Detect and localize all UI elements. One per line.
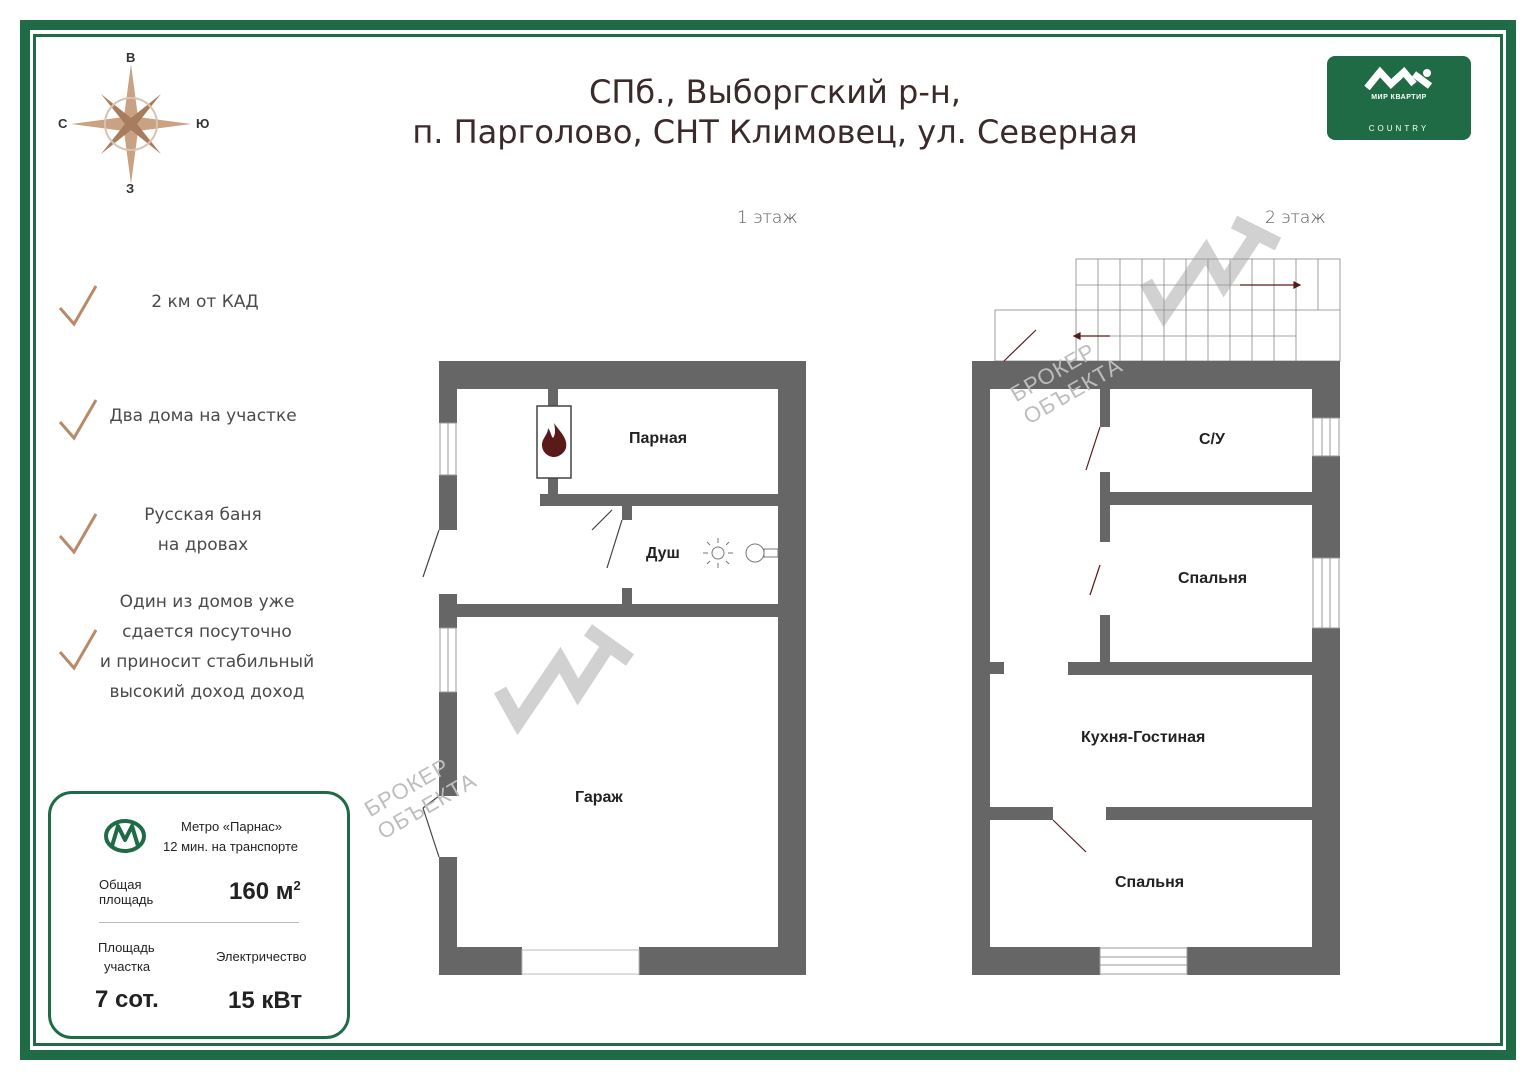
feature-line: Два дома на участке [109, 406, 297, 426]
feature-line: 2 км от КАД [151, 292, 259, 312]
info-card: Метро «Парнас» 12 мин. на транспорте Общ… [48, 791, 350, 1039]
room-label-wc: С/У [1199, 431, 1225, 448]
compass-north-label: В [126, 50, 136, 65]
metro-time: 12 мин. на транспорте [163, 839, 299, 854]
room-label-bedroom-1: Спальня [1178, 570, 1248, 587]
checkmark-icon [58, 399, 98, 441]
feature-item-two-houses: Два дома на участке [100, 401, 306, 431]
total-area-number: 160 м [229, 878, 294, 905]
room-label-garage: Гараж [575, 789, 623, 806]
room-label-bedroom-2: Спальня [1115, 874, 1185, 891]
plot-label-1: Площадь [98, 940, 155, 955]
shower-head-icon [745, 543, 779, 563]
metro-icon [104, 819, 146, 853]
title-line-1: СПб., Выборгский р-н, [589, 73, 961, 111]
feature-line: Один из домов уже [119, 592, 295, 612]
stairs [994, 258, 1341, 362]
title-line-2: п. Парголово, СНТ Климовец, ул. Северная [412, 113, 1138, 151]
room-label-steam: Парная [629, 430, 688, 447]
feature-line: высокий доход доход [109, 682, 305, 702]
room-label-shower: Душ [646, 545, 680, 562]
fire-icon [542, 423, 567, 457]
logo-sub-text: COUNTRY [1368, 124, 1430, 133]
inner-frame [33, 34, 1503, 1046]
light-icon [703, 538, 733, 568]
plot-label-2: участка [104, 959, 151, 974]
total-area-label-2: площадь [99, 892, 154, 907]
feature-line: на дровах [157, 535, 249, 555]
outer-frame [20, 20, 1516, 1060]
total-area-label-1: Общая [99, 877, 142, 892]
plot-value: 7 сот. [95, 986, 159, 1013]
checkmark-icon [58, 285, 98, 327]
feature-item-banya: Русская баня на дровах [100, 500, 306, 560]
compass-rose [71, 64, 191, 184]
compass-east-label: Ю [196, 116, 210, 131]
feature-line: сдается посуточно [122, 622, 292, 642]
feature-line: и приносит стабильный [99, 652, 315, 672]
compass-south-label: З [126, 181, 135, 196]
room-label-kitchen-living: Кухня-Гостиная [1081, 729, 1206, 746]
logo-mark-icon [1364, 66, 1433, 91]
power-label: Электричество [216, 949, 307, 964]
compass-west-label: С [58, 116, 68, 131]
feature-line: Русская баня [144, 505, 262, 525]
total-area-value: 160 м2 [229, 878, 301, 906]
total-area-unit-sup: 2 [293, 878, 301, 893]
checkmark-icon [58, 513, 98, 555]
floor-2-label: 2 этаж [1265, 208, 1326, 228]
feature-item-kad: 2 км от КАД [100, 287, 310, 317]
logo-brand-text: МИР КВАРТИР [1371, 94, 1427, 101]
checkmark-icon [58, 629, 98, 671]
divider [99, 922, 299, 923]
company-logo: МИР КВАРТИР COUNTRY [1327, 56, 1471, 140]
floor-1-label: 1 этаж [737, 208, 798, 228]
metro-name: Метро «Парнас» [181, 819, 282, 834]
power-value: 15 кВт [228, 987, 303, 1014]
feature-item-rental: Один из домов уже сдается посуточно и пр… [82, 587, 332, 707]
page-title: СПб., Выборгский р-н, п. Парголово, СНТ … [380, 72, 1170, 152]
